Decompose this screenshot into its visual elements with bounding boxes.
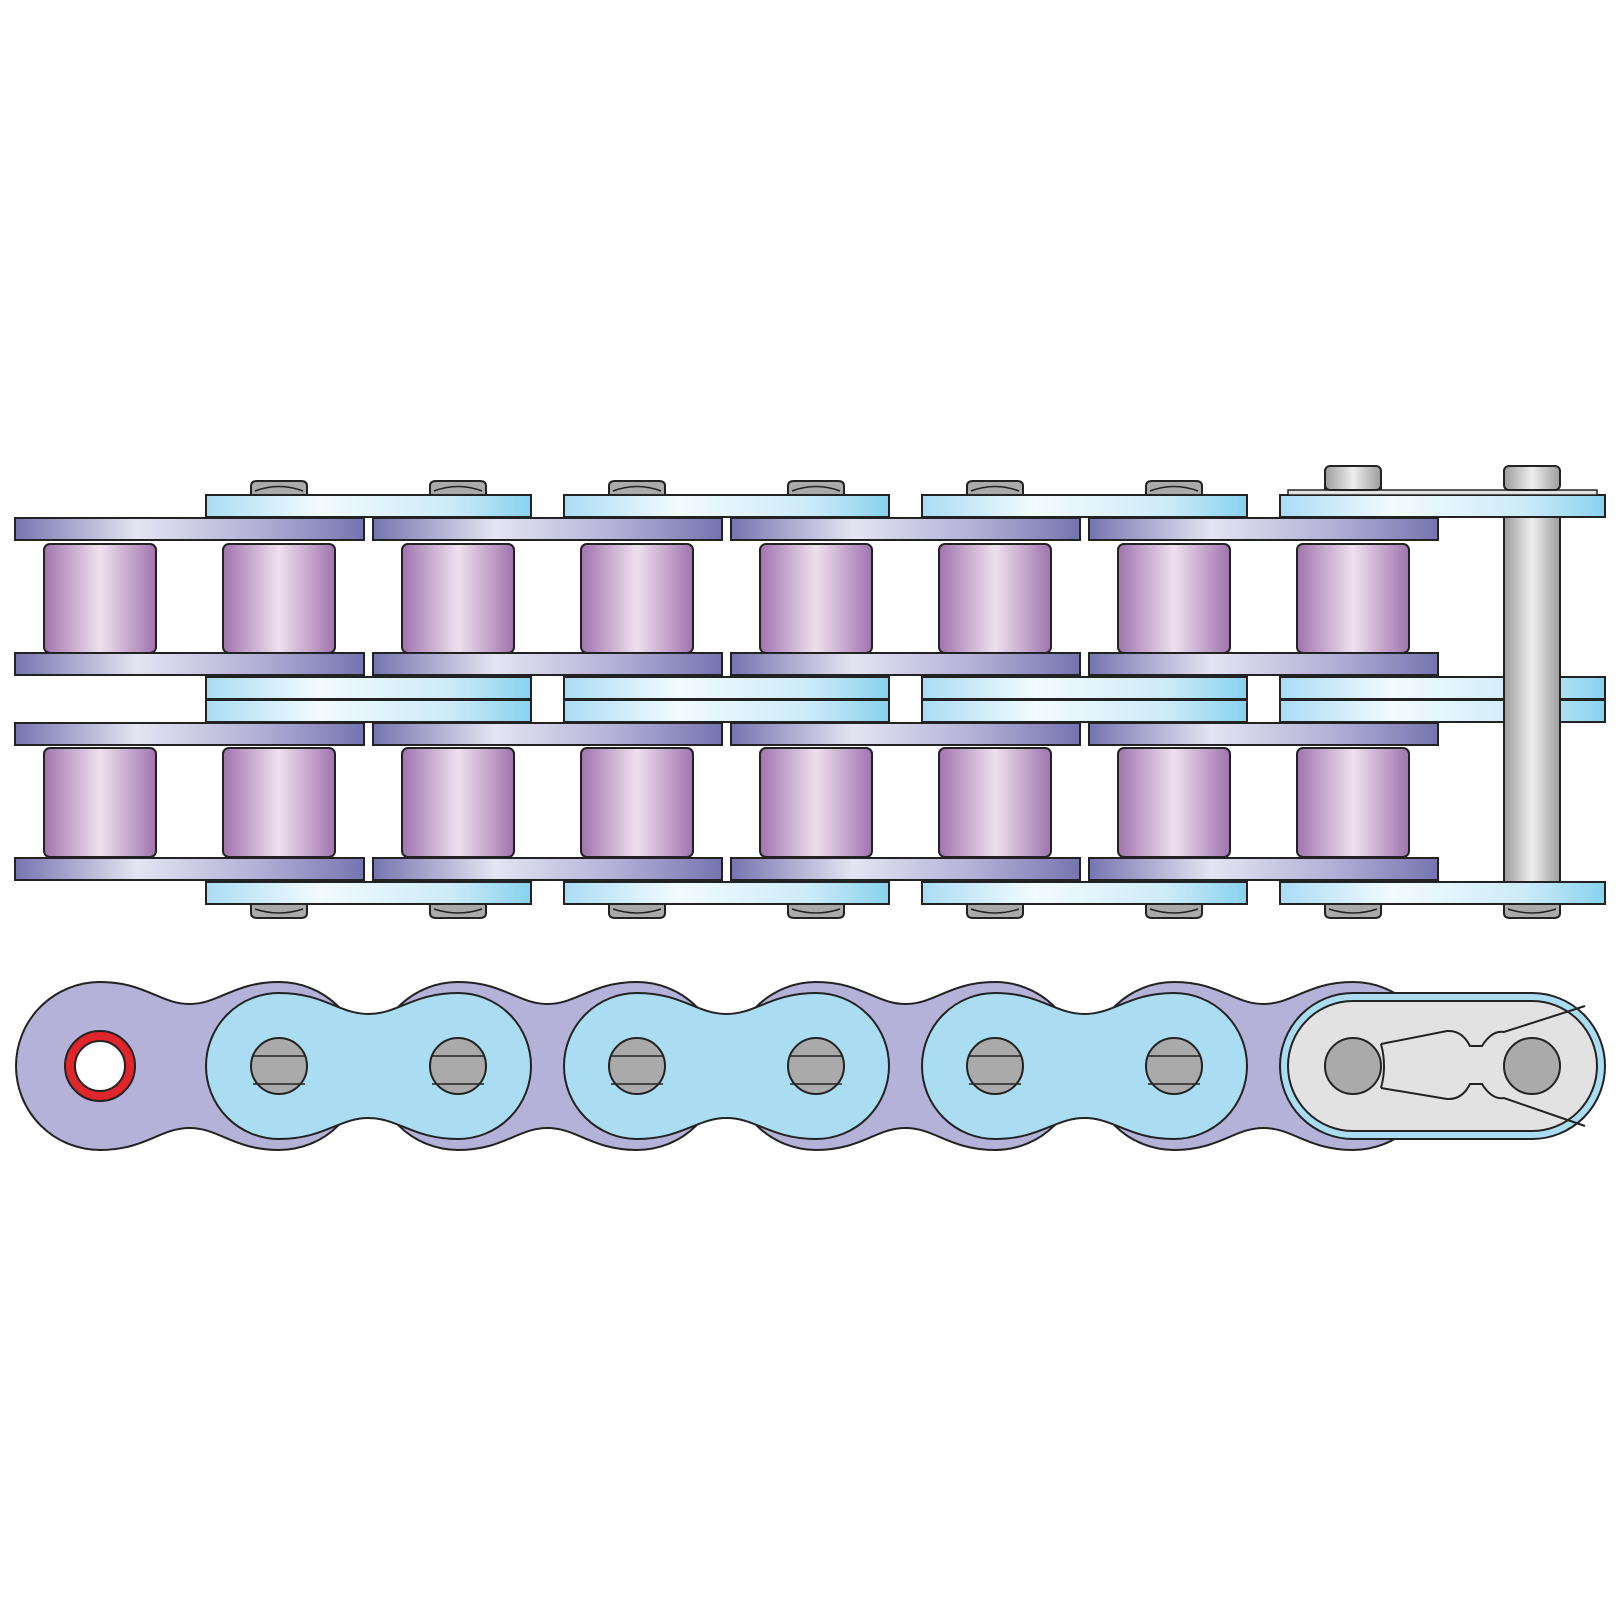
roller	[759, 747, 873, 858]
pin-head	[1503, 903, 1561, 919]
roller	[401, 747, 515, 858]
top-view	[14, 465, 1606, 919]
pin-head	[429, 480, 487, 496]
spring-clip-lower	[1380, 1083, 1586, 1127]
outer-plate	[563, 494, 890, 518]
inner-plate	[730, 517, 1081, 541]
pin-end	[429, 1037, 487, 1095]
roller	[580, 747, 694, 858]
pin-head	[966, 480, 1024, 496]
inner-plate	[730, 857, 1081, 881]
pin-end	[966, 1037, 1024, 1095]
pin-head	[250, 903, 308, 919]
pin-head-rivet	[612, 908, 662, 914]
spring-clip-loop	[1380, 1043, 1385, 1089]
inner-plate	[1088, 857, 1439, 881]
inner-plate	[14, 722, 365, 746]
pin-head-rivet	[1507, 908, 1557, 914]
pin-head	[966, 903, 1024, 919]
connecting-pin-end	[1324, 465, 1382, 491]
roller	[43, 747, 157, 858]
roller	[1296, 747, 1410, 858]
pin-head	[787, 903, 845, 919]
pin-head-rivet	[1328, 908, 1378, 914]
connecting-plate	[1279, 494, 1606, 518]
outer-plate	[563, 881, 890, 905]
roller	[938, 747, 1052, 858]
inner-plate	[730, 722, 1081, 746]
pin-end	[1503, 1037, 1561, 1095]
outer-plate	[921, 676, 1248, 700]
roller	[1296, 543, 1410, 654]
pin-end	[250, 1037, 308, 1095]
connecting-pin-end	[1503, 465, 1561, 491]
outer-plate	[563, 676, 890, 700]
pin-head-rivet	[254, 908, 304, 914]
roller	[222, 543, 336, 654]
outer-link-side	[205, 991, 532, 1141]
roller	[43, 543, 157, 654]
pin-head-rivet	[254, 485, 304, 492]
connecting-pin-shaft	[1503, 516, 1561, 883]
pin-end	[1145, 1037, 1203, 1095]
inner-plate	[372, 517, 723, 541]
pin-head	[250, 480, 308, 496]
pin-head-rivet	[433, 485, 483, 492]
inner-plate	[1088, 722, 1439, 746]
spring-clip-edge	[1287, 489, 1598, 496]
pin-head-rivet	[1149, 908, 1199, 914]
inner-plate	[372, 652, 723, 676]
roller	[759, 543, 873, 654]
roller	[580, 543, 694, 654]
inner-plate	[14, 517, 365, 541]
outer-plate	[563, 699, 890, 723]
inner-plate	[1088, 517, 1439, 541]
pin-head-rivet	[612, 485, 662, 492]
outer-plate	[921, 699, 1248, 723]
outer-plate	[205, 494, 532, 518]
roller	[222, 747, 336, 858]
outer-plate	[1279, 881, 1606, 905]
inner-plate	[1088, 652, 1439, 676]
pin-head	[608, 903, 666, 919]
pin-head-rivet	[791, 908, 841, 914]
roller	[938, 543, 1052, 654]
outer-plate	[205, 699, 532, 723]
pin-head-rivet	[791, 485, 841, 492]
outer-plate	[205, 676, 532, 700]
inner-plate	[372, 857, 723, 881]
pin-end	[787, 1037, 845, 1095]
roller	[1117, 543, 1231, 654]
bushing-hole	[74, 1040, 126, 1092]
outer-plate	[921, 494, 1248, 518]
pin-head	[608, 480, 666, 496]
pin-head	[429, 903, 487, 919]
pin-head	[1145, 903, 1203, 919]
pin-head-rivet	[970, 908, 1020, 914]
pin-end	[608, 1037, 666, 1095]
pin-head-rivet	[433, 908, 483, 914]
roller	[1117, 747, 1231, 858]
pin-head-rivet	[970, 485, 1020, 492]
inner-plate	[730, 652, 1081, 676]
spring-clip-upper	[1380, 1005, 1586, 1047]
pin-head	[1145, 480, 1203, 496]
side-view	[15, 980, 1606, 1152]
pin-end	[1324, 1037, 1382, 1095]
pin-head-rivet	[1149, 485, 1199, 492]
outer-link-side	[563, 991, 890, 1141]
inner-plate	[14, 652, 365, 676]
inner-plate	[14, 857, 365, 881]
inner-plate	[372, 722, 723, 746]
outer-plate	[205, 881, 532, 905]
outer-link-side	[921, 991, 1248, 1141]
roller	[401, 543, 515, 654]
pin-head	[1324, 903, 1382, 919]
outer-plate	[921, 881, 1248, 905]
connecting-plate-side	[1287, 1000, 1598, 1132]
pin-head	[787, 480, 845, 496]
